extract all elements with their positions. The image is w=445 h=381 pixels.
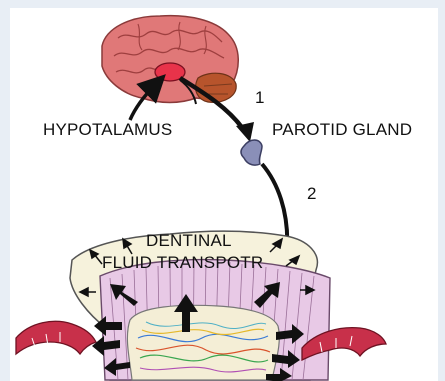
label-dentinal: DENTINAL (146, 231, 232, 251)
label-step-1: 1 (255, 88, 265, 108)
brain-illustration (102, 16, 238, 104)
parotid-gland-shape (241, 140, 262, 165)
diagram-svg (10, 8, 438, 381)
label-step-2: 2 (307, 184, 317, 204)
label-hypothalamus: HYPOTALAMUS (43, 120, 172, 140)
label-fluid-transport: FLUID TRANSPOTR (102, 253, 263, 273)
diagram-canvas: HYPOTALAMUS PAROTID GLAND 1 2 DENTINAL F… (10, 8, 438, 381)
gum-left (16, 321, 96, 354)
label-parotid-gland: PAROTID GLAND (272, 120, 412, 140)
